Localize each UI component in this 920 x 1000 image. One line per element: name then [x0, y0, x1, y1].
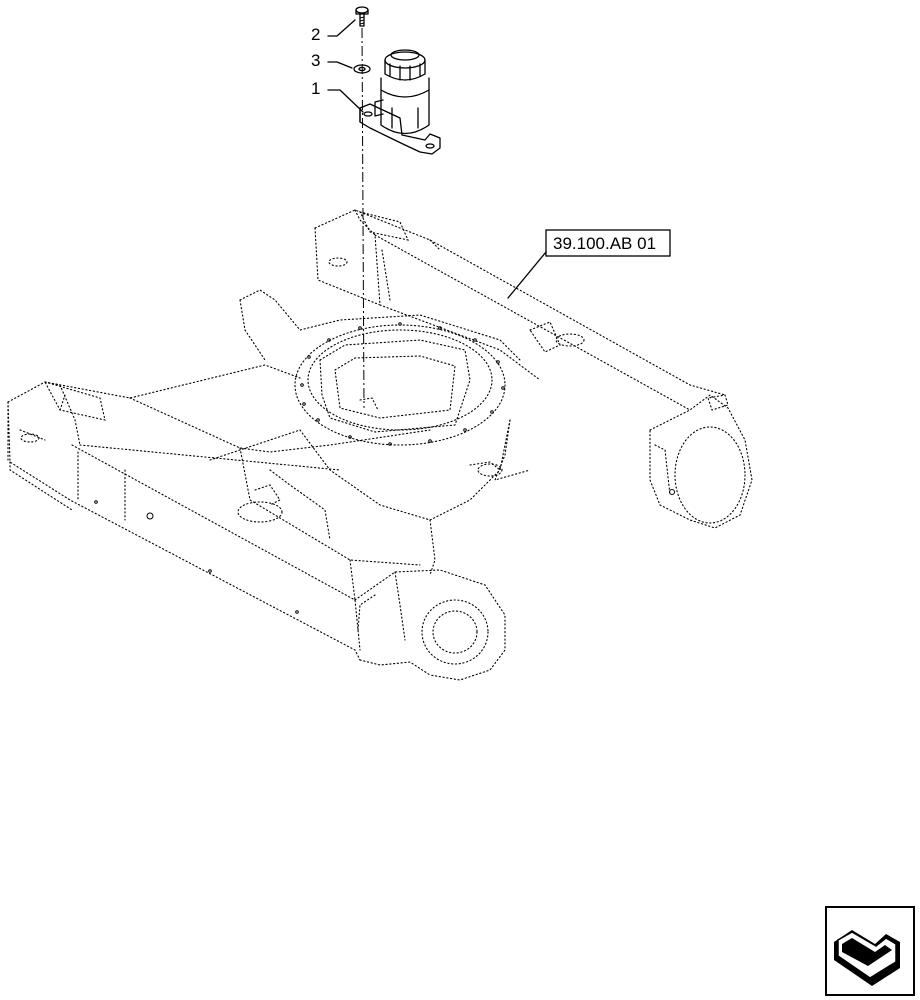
- reference-link-39-100-ab-01[interactable]: 39.100.AB 01: [507, 229, 671, 299]
- callout-label: 1: [311, 79, 320, 98]
- reference-box: [545, 229, 671, 257]
- part-washer: [353, 64, 371, 74]
- part-swivel-sensor-assembly: [359, 49, 441, 155]
- next-page-arrow-icon[interactable]: [825, 906, 915, 996]
- callout-label: 3: [311, 51, 320, 70]
- assembly-centerline: [361, 27, 365, 409]
- reference-label: 39.100.AB 01: [553, 234, 656, 253]
- undercarriage-frame: [7, 209, 753, 681]
- part-screw: [355, 6, 369, 27]
- callout-3[interactable]: 3: [311, 51, 353, 70]
- callout-label: 2: [311, 25, 320, 44]
- ring-bolt-holes: [300, 322, 505, 446]
- callout-1[interactable]: 1: [311, 79, 364, 113]
- callout-2[interactable]: 2: [311, 19, 356, 44]
